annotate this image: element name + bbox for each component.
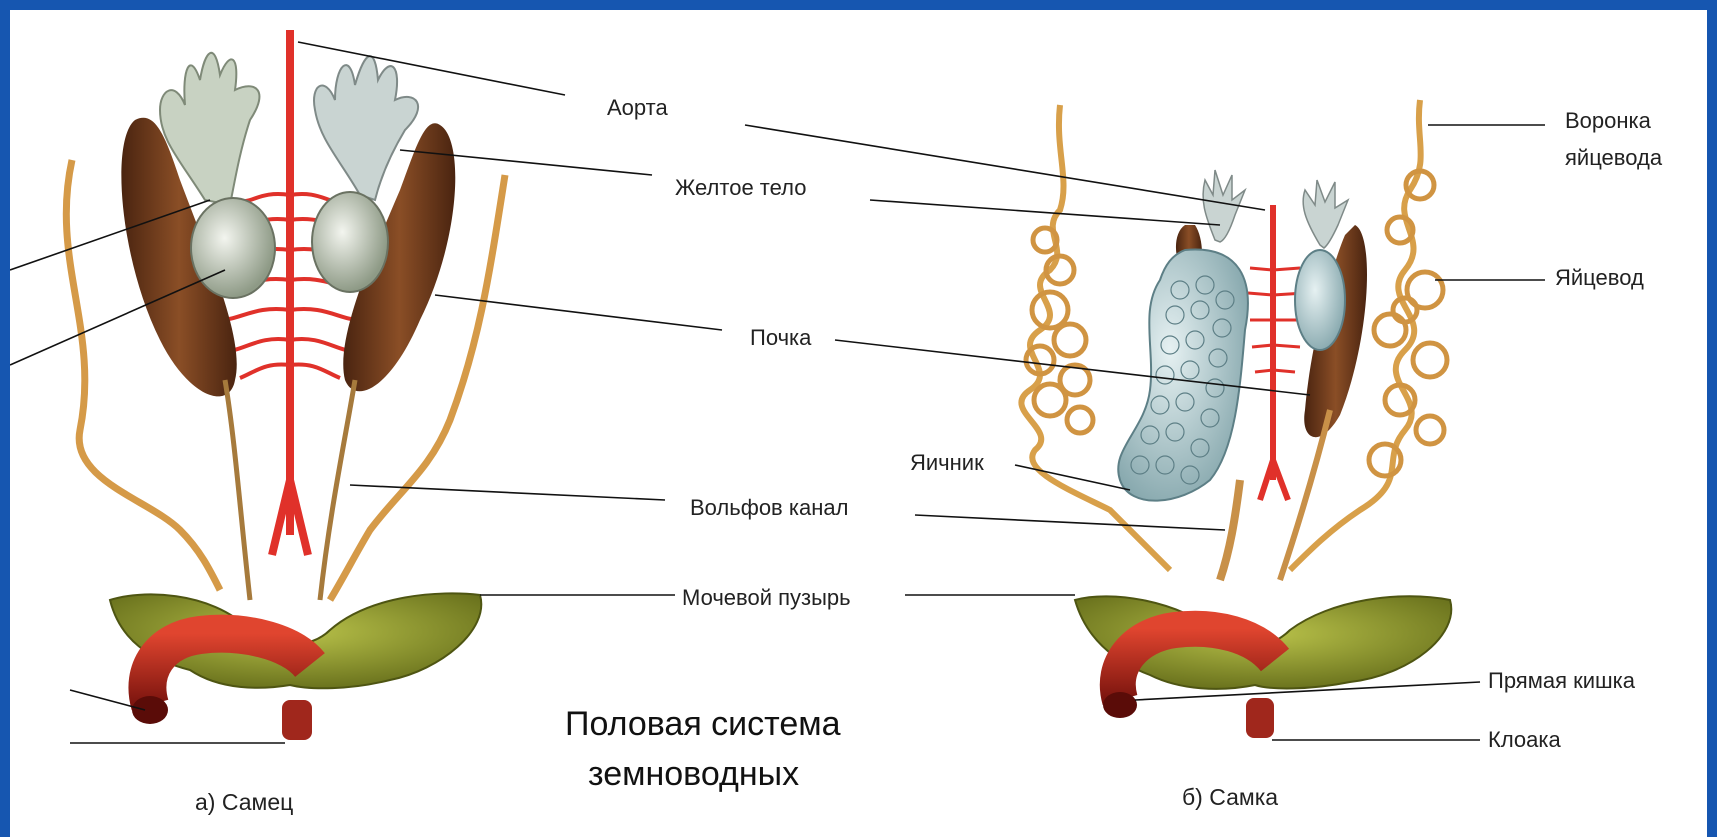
male-testis-right xyxy=(312,192,388,292)
label-wolffian-duct: Вольфов канал xyxy=(690,495,848,520)
title-line-1: Половая система xyxy=(565,705,841,743)
caption-male: а) Самец xyxy=(195,789,293,815)
label-kidney: Почка xyxy=(750,325,812,350)
female-fat-body-right xyxy=(1303,180,1348,248)
title-line-2: земноводных xyxy=(588,755,799,793)
label-yellow-body: Желтое тело xyxy=(675,175,806,200)
label-oviduct: Яйцевод xyxy=(1555,265,1644,290)
diagram-canvas: Аорта Желтое тело Почка Яичник Вольфов к… xyxy=(10,10,1707,837)
label-bladder: Мочевой пузырь xyxy=(682,585,851,610)
female-aorta xyxy=(1260,205,1288,500)
label-funnel-line2: яйцевода xyxy=(1565,145,1663,170)
label-funnel-line1: Воронка xyxy=(1565,108,1652,133)
male-testis-left xyxy=(191,198,275,298)
male-aorta xyxy=(272,30,308,555)
anatomy-diagram: Аорта Желтое тело Почка Яичник Вольфов к… xyxy=(10,10,1707,837)
label-cloaca: Клоака xyxy=(1488,727,1561,752)
male-wolffian-duct-left xyxy=(225,380,250,600)
male-organs xyxy=(10,30,505,743)
label-rectum: Прямая кишка xyxy=(1488,668,1636,693)
female-ovary-right xyxy=(1295,250,1345,350)
female-organs xyxy=(1021,100,1451,738)
label-ovary: Яичник xyxy=(910,450,984,475)
female-cloaca xyxy=(1246,698,1274,738)
female-rectum-opening xyxy=(1103,692,1137,718)
label-aorta: Аорта xyxy=(607,95,668,120)
caption-female: б) Самка xyxy=(1182,784,1278,810)
male-cloaca xyxy=(282,700,312,740)
male-rectum-opening xyxy=(132,696,168,724)
male-fat-body-right xyxy=(314,56,418,200)
